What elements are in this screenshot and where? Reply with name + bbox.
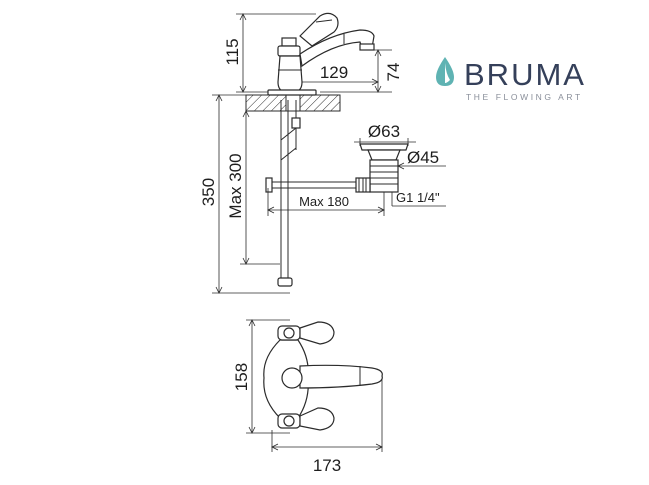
label-d45: Ø45 <box>407 148 439 167</box>
supply-pipes <box>265 100 362 287</box>
plan-view <box>246 319 383 452</box>
dim-115 <box>236 13 316 93</box>
mixer-plan-body <box>263 321 383 431</box>
dim-158 <box>246 319 290 434</box>
dim-d63 <box>354 138 416 146</box>
label-max180: Max 180 <box>299 194 349 209</box>
label-158: 158 <box>232 363 251 391</box>
dim-max180 <box>267 188 446 216</box>
label-129: 129 <box>320 63 348 82</box>
brand-name: BRUMA <box>464 57 586 92</box>
water-drop-icon <box>436 57 454 86</box>
mixer-side-body <box>267 12 375 96</box>
dim-350 <box>212 94 290 294</box>
label-d63: Ø63 <box>368 122 400 141</box>
label-max300: Max 300 <box>226 153 245 218</box>
label-74: 74 <box>384 63 403 82</box>
label-173: 173 <box>313 456 341 475</box>
side-elevation <box>212 12 446 294</box>
label-115: 115 <box>223 38 242 65</box>
waste-valve <box>355 143 409 193</box>
dim-d45 <box>370 162 446 170</box>
label-thread: G1 1/4" <box>396 190 440 205</box>
label-350: 350 <box>199 178 218 206</box>
countertop <box>245 94 341 112</box>
brand-logo: BRUMA THE FLOWING ART <box>436 57 586 102</box>
dim-173 <box>271 376 383 452</box>
dim-max300 <box>240 110 280 265</box>
brand-tagline: THE FLOWING ART <box>466 92 583 102</box>
